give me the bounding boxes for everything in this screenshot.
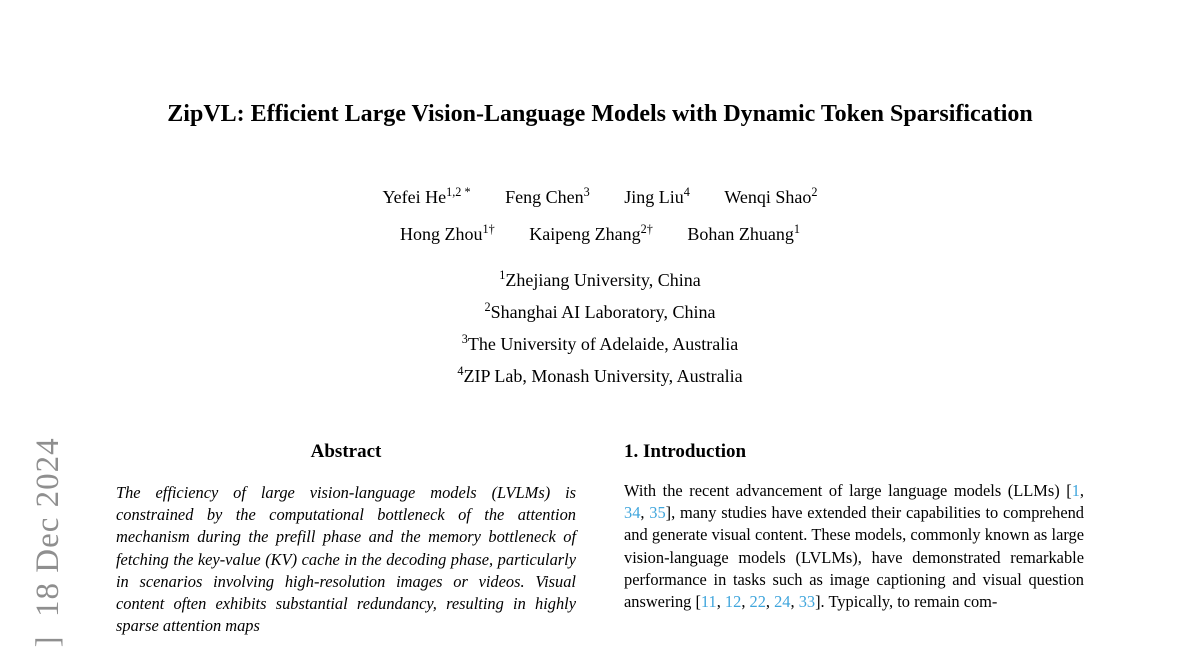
affiliation-text: Zhejiang University, China <box>505 270 701 290</box>
introduction-text: With the recent advancement of large lan… <box>624 480 1084 613</box>
citation-link[interactable]: 35 <box>649 503 666 523</box>
arxiv-stamp: [cs.CV] 18 Dec 2024 <box>30 437 66 648</box>
citation-link[interactable]: 11 <box>700 592 717 612</box>
affiliation-sup: 2 <box>484 300 491 314</box>
author-affiliation-sup: 1,2 * <box>446 185 471 199</box>
affiliation-text: Shanghai AI Laboratory, China <box>490 302 716 322</box>
citation-link[interactable]: 12 <box>724 592 742 612</box>
author: Feng Chen3 <box>505 176 590 213</box>
two-column-body: Abstract The efficiency of large vision-… <box>116 440 1084 637</box>
author: Kaipeng Zhang2† <box>529 213 653 250</box>
author-name: Yefei He <box>382 187 447 207</box>
abstract-heading: Abstract <box>310 441 382 462</box>
body-text-segment: , <box>716 592 725 612</box>
author: Bohan Zhuang1 <box>687 213 800 250</box>
affiliation-text: ZIP Lab, Monash University, Australia <box>463 366 743 386</box>
author: Jing Liu4 <box>624 176 690 213</box>
affiliation-text: The University of Adelaide, Australia <box>467 334 739 354</box>
abstract-text: The efficiency of large vision-language … <box>116 483 576 636</box>
author-name: Kaipeng Zhang <box>529 224 641 244</box>
body-text-segment: With the recent advancement of large lan… <box>624 481 1072 500</box>
affiliation: 1Zhejiang University, China <box>116 262 1084 294</box>
author-affiliation-sup: 3 <box>583 185 590 199</box>
author: Wenqi Shao2 <box>724 176 817 213</box>
body-text-segment: , <box>640 503 650 523</box>
column-left: Abstract The efficiency of large vision-… <box>116 440 576 637</box>
body-text-segment: ]. Typically, to remain com- <box>815 592 998 612</box>
author-affiliation-sup: 2† <box>640 222 653 236</box>
author-block: Yefei He1,2 * Feng Chen3 Jing Liu4 Wenqi… <box>116 176 1084 250</box>
affiliation-sup: 3 <box>461 332 468 346</box>
paper-page: [cs.CV] 18 Dec 2024 ZipVL: Efficient Lar… <box>0 96 1200 648</box>
citation-link[interactable]: 22 <box>749 592 766 612</box>
body-text-segment: , <box>790 592 799 612</box>
affiliation: 4ZIP Lab, Monash University, Australia <box>116 358 1084 390</box>
paper-content: ZipVL: Efficient Large Vision-Language M… <box>116 96 1084 637</box>
author-affiliation-sup: 2 <box>811 185 818 199</box>
author-name: Wenqi Shao <box>724 187 812 207</box>
introduction-heading: 1. Introduction <box>624 441 747 462</box>
author-affiliation-sup: 1† <box>482 222 495 236</box>
citation-link[interactable]: 1 <box>1071 481 1080 500</box>
author-name: Feng Chen <box>505 187 584 207</box>
body-text-segment: , <box>741 592 750 612</box>
body-text-segment: , <box>765 592 775 612</box>
affiliation-sup: 1 <box>499 268 506 282</box>
citation-link[interactable]: 34 <box>624 503 641 523</box>
paper-title: ZipVL: Efficient Large Vision-Language M… <box>167 101 1033 127</box>
column-right: 1. Introduction With the recent advancem… <box>624 440 1084 637</box>
affiliation: 3The University of Adelaide, Australia <box>116 326 1084 358</box>
body-text-segment: ], many studies have extended their capa… <box>624 503 1084 612</box>
author: Yefei He1,2 * <box>382 176 470 213</box>
author-name: Jing Liu <box>624 187 684 207</box>
author-row-2: Hong Zhou1† Kaipeng Zhang2† Bohan Zhuang… <box>116 213 1084 250</box>
author-row-1: Yefei He1,2 * Feng Chen3 Jing Liu4 Wenqi… <box>116 176 1084 213</box>
affiliation-sup: 4 <box>457 364 464 378</box>
affiliation-block: 1Zhejiang University, China 2Shanghai AI… <box>116 262 1084 390</box>
body-text-segment: , <box>1079 481 1084 500</box>
author: Hong Zhou1† <box>400 213 495 250</box>
affiliation: 2Shanghai AI Laboratory, China <box>116 294 1084 326</box>
author-affiliation-sup: 1 <box>793 222 801 236</box>
author-affiliation-sup: 4 <box>683 185 690 199</box>
citation-link[interactable]: 33 <box>798 592 816 612</box>
author-name: Hong Zhou <box>399 224 483 244</box>
author-name: Bohan Zhuang <box>687 224 794 244</box>
citation-link[interactable]: 24 <box>774 592 791 612</box>
